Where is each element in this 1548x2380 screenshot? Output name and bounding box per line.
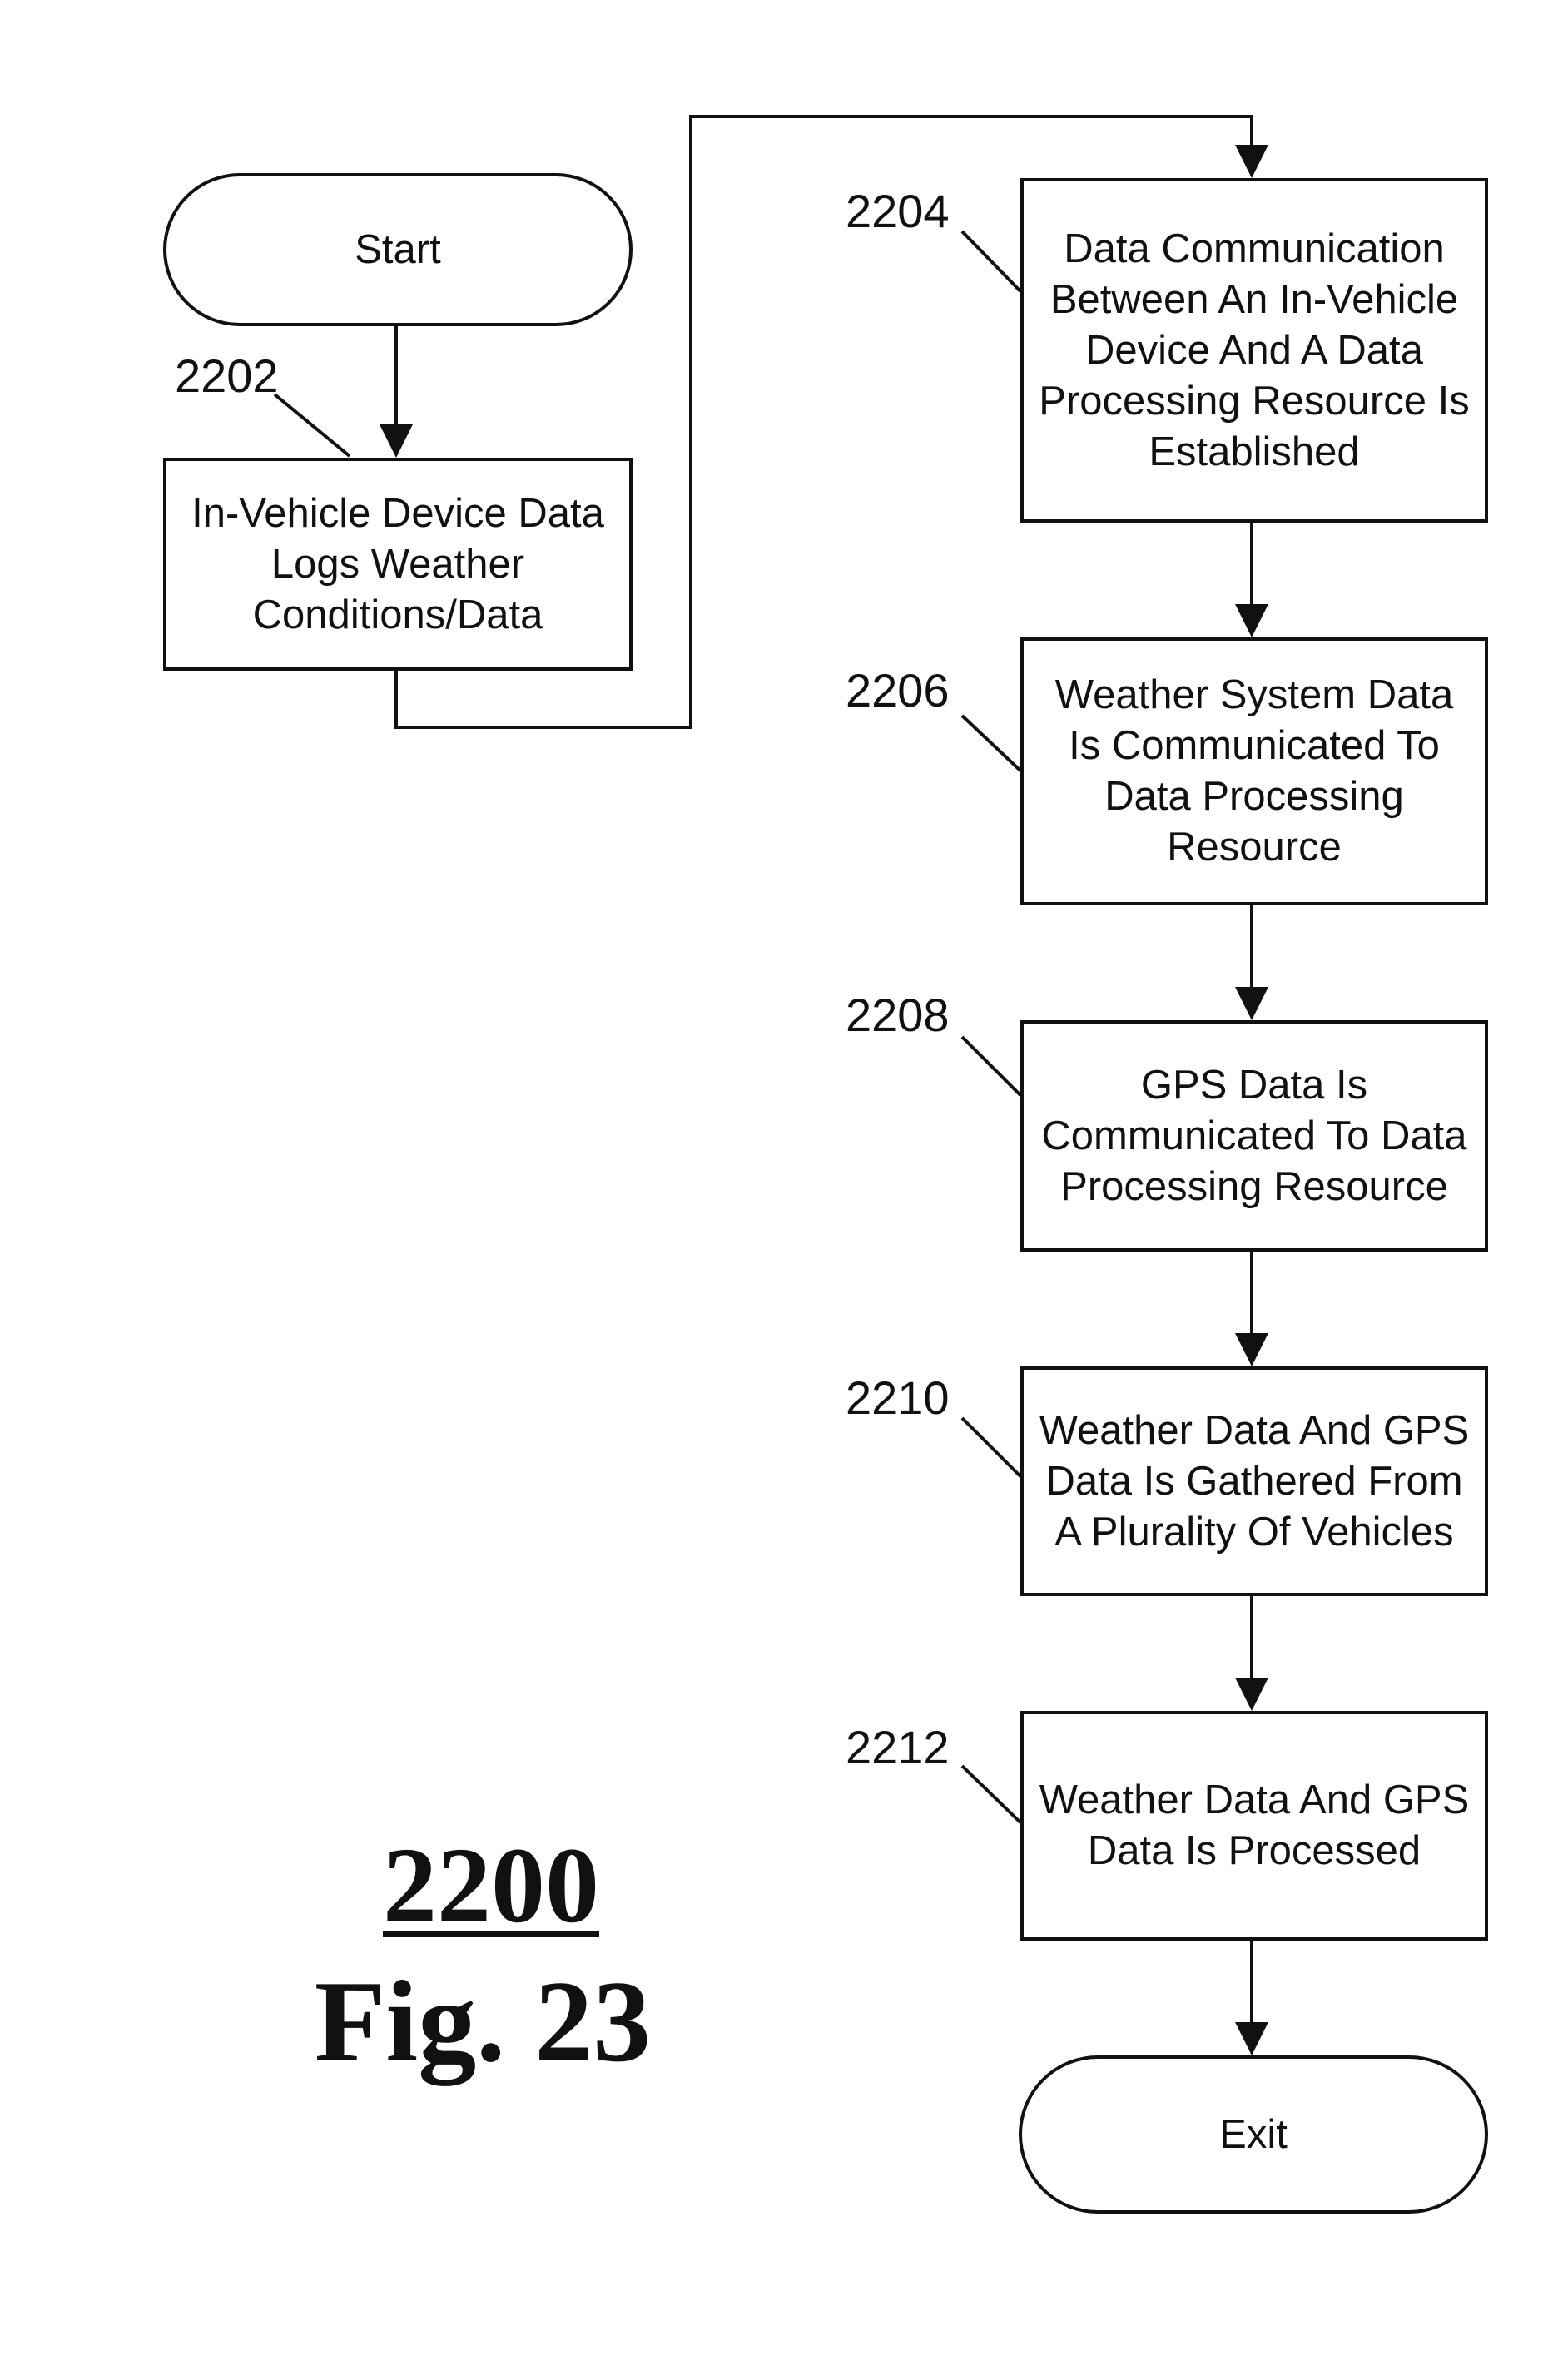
process-box-2212: Weather Data And GPS Data Is Processed xyxy=(1020,1711,1488,1941)
leader-2202 xyxy=(275,394,350,456)
ref-label-2206: 2206 xyxy=(846,664,950,717)
ref-label-2210: 2210 xyxy=(846,1371,950,1425)
process-box-2208: GPS Data Is Communicated To Data Process… xyxy=(1020,1020,1488,1252)
leader-2206 xyxy=(962,716,1020,771)
process-text-2208: GPS Data Is Communicated To Data Process… xyxy=(1035,1060,1473,1212)
leader-2212 xyxy=(962,1766,1020,1822)
process-box-2204: Data Communication Between An In-Vehicle… xyxy=(1020,178,1488,523)
leader-2204 xyxy=(962,231,1020,291)
process-box-2202: In-Vehicle Device Data Logs Weather Cond… xyxy=(163,458,633,671)
process-box-2206: Weather System Data Is Communicated To D… xyxy=(1020,637,1488,905)
start-label: Start xyxy=(355,225,440,275)
process-text-2204: Data Communication Between An In-Vehicle… xyxy=(1035,224,1473,478)
leader-2210 xyxy=(962,1418,1020,1476)
leader-2208 xyxy=(962,1037,1020,1095)
process-box-2210: Weather Data And GPS Data Is Gathered Fr… xyxy=(1020,1366,1488,1596)
start-terminal: Start xyxy=(163,173,633,326)
exit-terminal: Exit xyxy=(1019,2055,1488,2214)
ref-label-2204: 2204 xyxy=(846,185,950,238)
process-text-2210: Weather Data And GPS Data Is Gathered Fr… xyxy=(1035,1406,1473,1558)
ref-label-2208: 2208 xyxy=(846,989,950,1042)
figure-label: Fig. 23 xyxy=(250,1960,716,2085)
ref-label-2212: 2212 xyxy=(846,1721,950,1774)
process-text-2212: Weather Data And GPS Data Is Processed xyxy=(1035,1775,1473,1877)
ref-label-2202: 2202 xyxy=(175,350,279,403)
process-text-2206: Weather System Data Is Communicated To D… xyxy=(1035,670,1473,873)
figure-number: 2200 xyxy=(283,1827,699,1944)
process-text-2202: In-Vehicle Device Data Logs Weather Cond… xyxy=(178,488,618,641)
exit-label: Exit xyxy=(1219,2110,1288,2160)
